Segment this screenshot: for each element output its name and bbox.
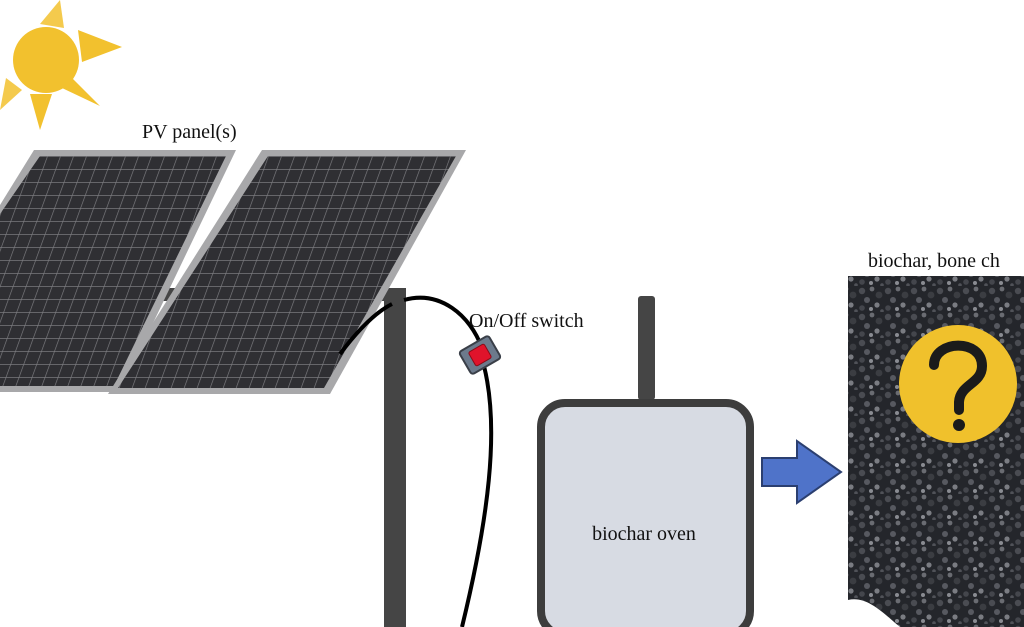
oven-label: biochar oven: [592, 523, 696, 545]
pv-panel-left: [0, 150, 236, 392]
oven-chimney: [638, 296, 655, 400]
mounting-pole: [384, 292, 406, 627]
pv-panels-label: PV panel(s): [142, 121, 237, 143]
biochar-image: [848, 276, 1024, 627]
cable-pole-to-switch: [403, 295, 484, 349]
product-label: biochar, bone ch: [868, 250, 1000, 272]
switch-label: On/Off switch: [469, 310, 584, 332]
on-off-switch: [458, 335, 502, 375]
biochar-oven: [537, 399, 754, 627]
question-mark-icon: [899, 325, 1017, 443]
sun-icon: [0, 0, 122, 130]
cable-panel-to-pole: [338, 302, 393, 356]
pv-panel-right: [108, 150, 466, 394]
right-arrow-icon: [761, 439, 843, 505]
cable-switch-down: [460, 365, 494, 627]
